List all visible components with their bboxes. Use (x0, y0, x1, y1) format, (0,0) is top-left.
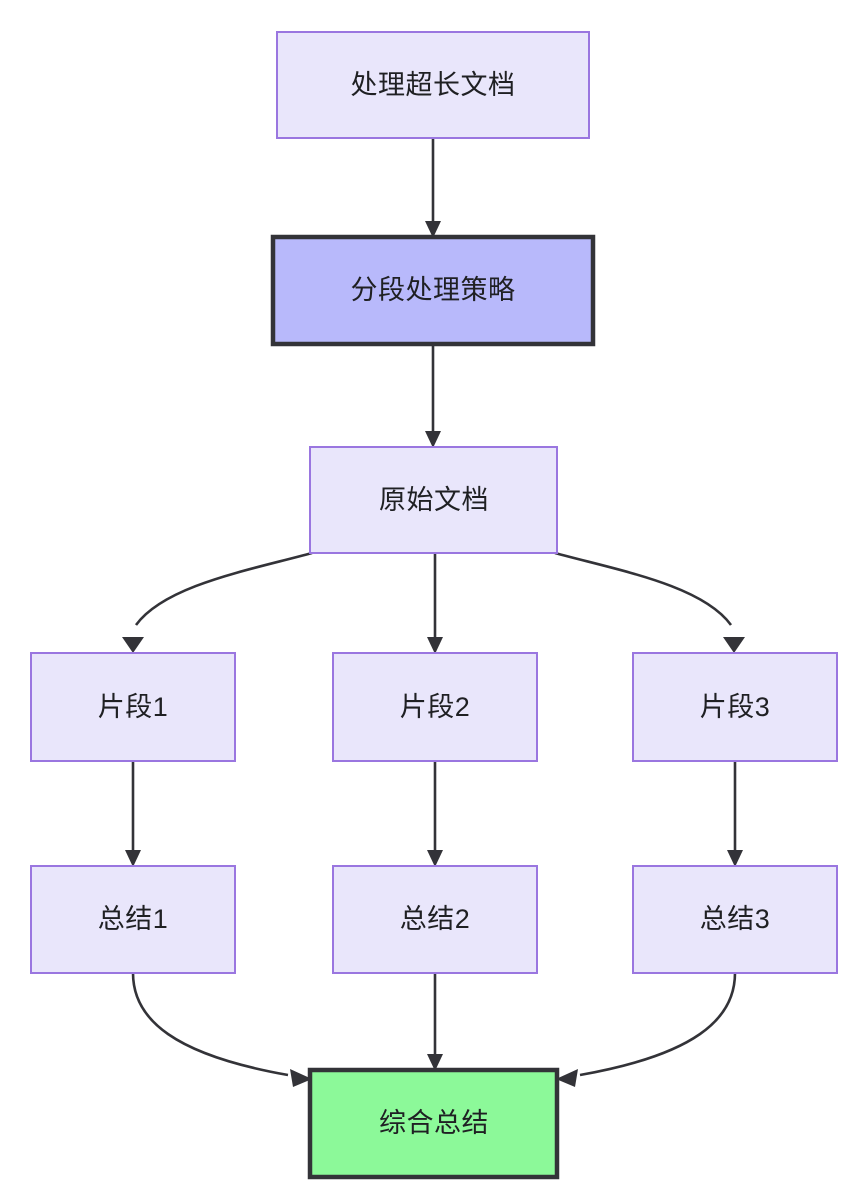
node-chunk3[interactable]: 片段3 (632, 652, 838, 762)
node-summary1[interactable]: 总结1 (30, 865, 236, 974)
edge-source-doc-to-chunk1 (122, 551, 313, 653)
node-summary2[interactable]: 总结2 (332, 865, 538, 974)
edge-strategy-to-source-doc (425, 344, 441, 448)
edge-summary1-to-final (131, 972, 312, 1087)
edge-source-doc-to-chunk2 (427, 553, 443, 654)
node-source-doc-label: 原始文档 (379, 485, 489, 515)
node-chunk1-label: 片段1 (98, 692, 169, 722)
node-doc-long-box[interactable] (276, 31, 590, 139)
node-summary3-box[interactable] (632, 865, 838, 974)
edge-chunk1-to-summary1 (125, 761, 141, 867)
edge-doc-long-to-strategy (425, 138, 441, 238)
node-final-summary[interactable]: 综合总结 (307, 1067, 560, 1180)
edges-group (122, 138, 745, 1087)
edge-summary2-to-final (427, 973, 443, 1071)
edge-chunk3-to-summary3 (727, 761, 743, 867)
node-final-summary-label: 综合总结 (379, 1108, 489, 1138)
node-doc-long-label: 处理超长文档 (351, 70, 516, 100)
node-summary3-label: 总结3 (700, 904, 771, 934)
node-doc-long[interactable]: 处理超长文档 (276, 31, 590, 139)
node-summary1-box[interactable] (30, 865, 236, 974)
node-chunk3-box[interactable] (632, 652, 838, 762)
edge-chunk2-to-summary2 (427, 761, 443, 867)
edge-source-doc-to-chunk3 (554, 551, 745, 653)
node-source-doc[interactable]: 原始文档 (309, 446, 558, 554)
node-summary1-label: 总结1 (98, 904, 169, 934)
node-chunk3-label: 片段3 (700, 692, 771, 722)
node-chunk2[interactable]: 片段2 (332, 652, 538, 762)
node-strategy-box[interactable] (270, 234, 596, 347)
node-strategy[interactable]: 分段处理策略 (270, 234, 596, 347)
node-chunk1[interactable]: 片段1 (30, 652, 236, 762)
node-chunk2-label: 片段2 (400, 692, 471, 722)
node-chunk1-box[interactable] (30, 652, 236, 762)
node-summary2-box[interactable] (332, 865, 538, 974)
node-source-doc-box[interactable] (309, 446, 558, 554)
node-final-summary-box[interactable] (307, 1067, 560, 1180)
node-summary2-label: 总结2 (400, 904, 471, 934)
node-summary3[interactable]: 总结3 (632, 865, 838, 974)
nodes-group: 处理超长文档 分段处理策略 原始文档 片段1 片段2 片段3 (30, 31, 838, 1180)
edge-summary3-to-final (556, 972, 737, 1087)
node-chunk2-box[interactable] (332, 652, 538, 762)
node-strategy-label: 分段处理策略 (351, 275, 516, 305)
